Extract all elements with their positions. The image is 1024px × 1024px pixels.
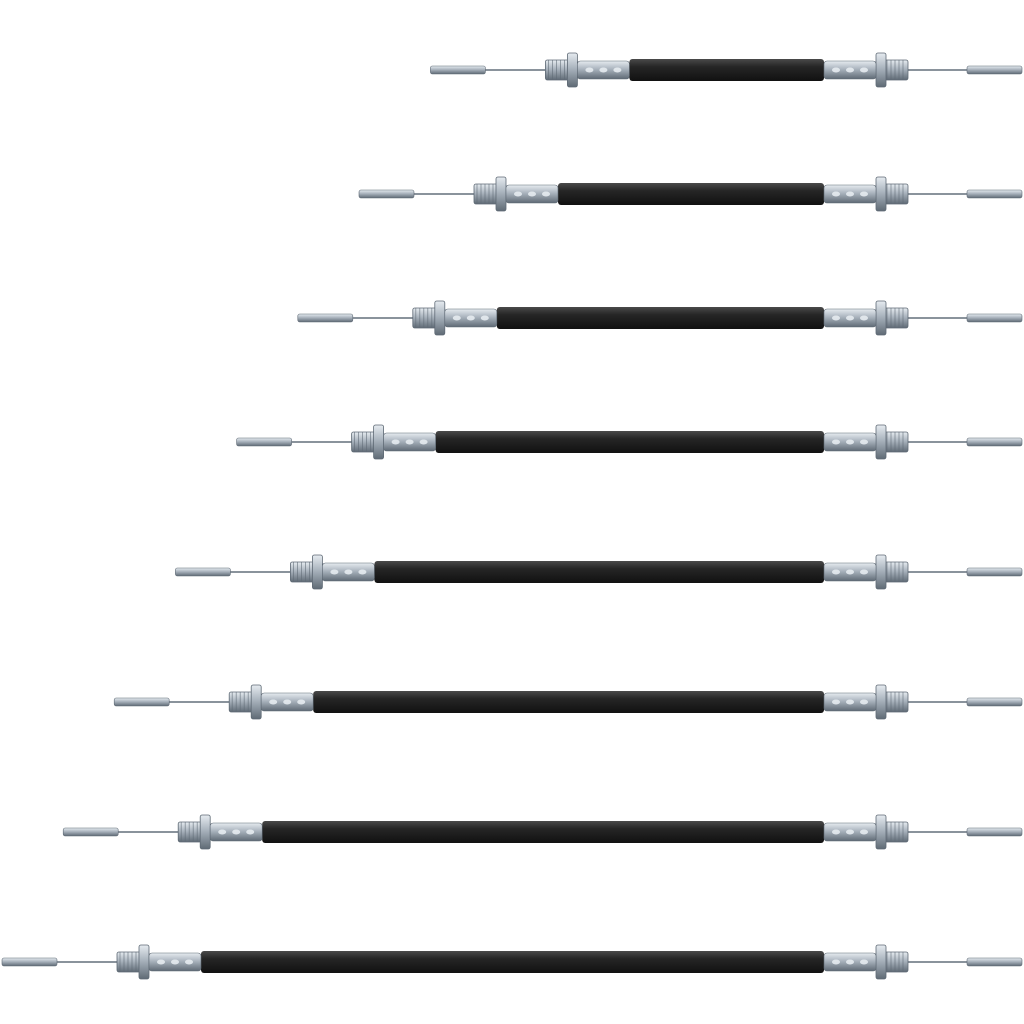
end-fitting — [412, 300, 498, 336]
cable-3 — [297, 300, 1023, 336]
end-fitting — [473, 176, 559, 212]
end-fitting — [289, 554, 375, 590]
wire-tip — [908, 697, 1023, 707]
wire-tip — [175, 567, 291, 577]
end-fitting — [823, 554, 909, 590]
wire-tip — [908, 189, 1023, 199]
cable-sleeve — [435, 431, 824, 453]
end-fitting — [823, 176, 909, 212]
cable-sleeve — [374, 561, 824, 583]
cable-sleeve — [496, 307, 824, 329]
wire-tip — [62, 827, 179, 837]
end-fitting — [823, 300, 909, 336]
cable-sleeve — [558, 183, 824, 205]
wire-tip — [908, 65, 1023, 75]
cable-sleeve — [629, 59, 824, 81]
end-fitting — [823, 684, 909, 720]
end-fitting — [177, 814, 263, 850]
cable-sleeve — [313, 691, 824, 713]
cable-sleeve — [262, 821, 824, 843]
wire-tip — [297, 313, 413, 323]
wire-tip — [908, 437, 1023, 447]
end-fitting — [823, 52, 909, 88]
end-fitting — [823, 424, 909, 460]
wire-tip — [1, 957, 117, 967]
end-fitting — [823, 814, 909, 850]
cable-7 — [62, 814, 1023, 850]
cable-1 — [430, 52, 1023, 88]
wire-tip — [908, 567, 1023, 577]
end-fitting — [116, 944, 202, 980]
wire-tip — [358, 189, 474, 199]
wire-tip — [113, 697, 230, 707]
wire-tip — [908, 957, 1023, 967]
end-fitting — [228, 684, 314, 720]
end-fitting — [351, 424, 436, 460]
end-fitting — [545, 52, 630, 88]
wire-tip — [908, 827, 1023, 837]
wire-tip — [430, 65, 546, 75]
cable-2 — [358, 176, 1023, 212]
end-fitting — [823, 944, 909, 980]
cable-8 — [1, 944, 1023, 980]
cable-sleeve — [201, 951, 824, 973]
wire-tip — [908, 313, 1023, 323]
cable-4 — [236, 424, 1023, 460]
cable-5 — [175, 554, 1023, 590]
cable-6 — [113, 684, 1023, 720]
wire-tip — [236, 437, 352, 447]
